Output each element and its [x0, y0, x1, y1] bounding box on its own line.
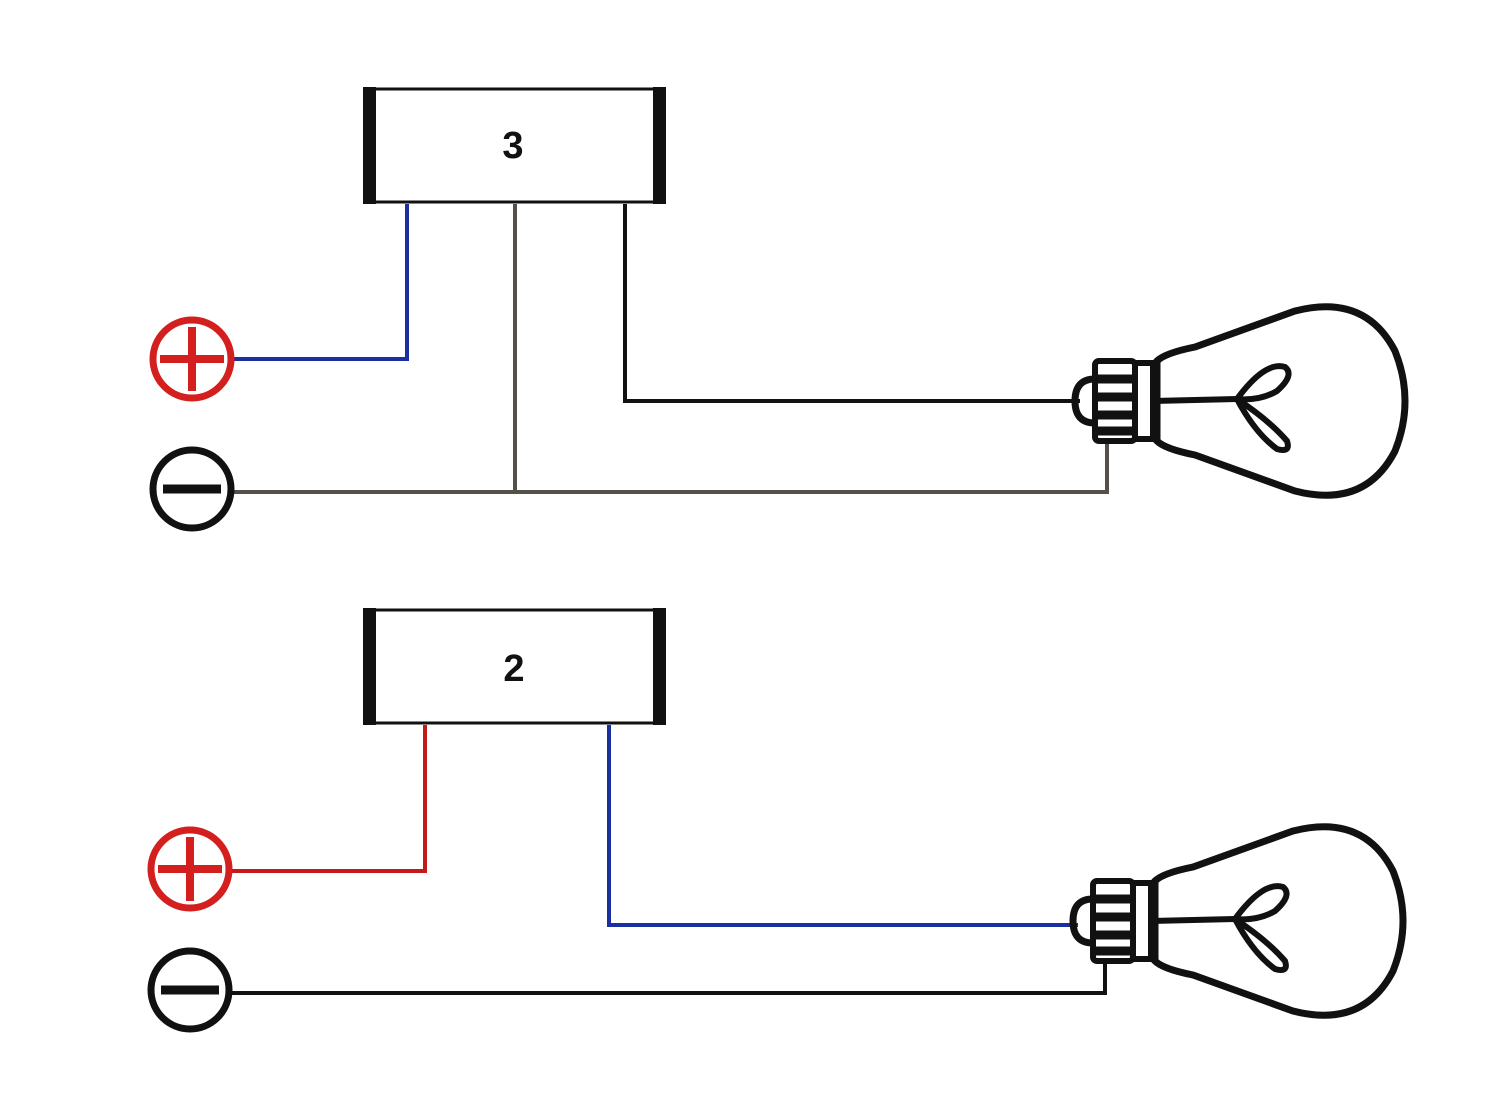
ground-wire-black	[232, 953, 1107, 995]
negative-terminal-icon	[147, 947, 233, 1033]
module-label-3: 3	[502, 125, 523, 167]
diagram-3-relay-wiring: 3	[149, 87, 1405, 532]
positive-wire-red	[232, 725, 427, 873]
positive-terminal-icon	[147, 826, 233, 912]
negative-terminal-icon	[149, 446, 235, 532]
diagram-2-relay-wiring: 2	[147, 608, 1403, 1033]
light-bulb-icon	[1073, 827, 1403, 1016]
module-label-2: 2	[503, 648, 524, 690]
ground-bus-wire	[234, 432, 1109, 494]
load-wire-black	[623, 204, 1080, 403]
module-box-2: 2	[363, 608, 666, 725]
light-bulb-icon	[1075, 307, 1405, 496]
module-box-3: 3	[363, 87, 666, 204]
load-wire-blue	[607, 725, 1078, 927]
positive-wire-blue	[234, 204, 409, 361]
positive-terminal-icon	[149, 316, 235, 402]
